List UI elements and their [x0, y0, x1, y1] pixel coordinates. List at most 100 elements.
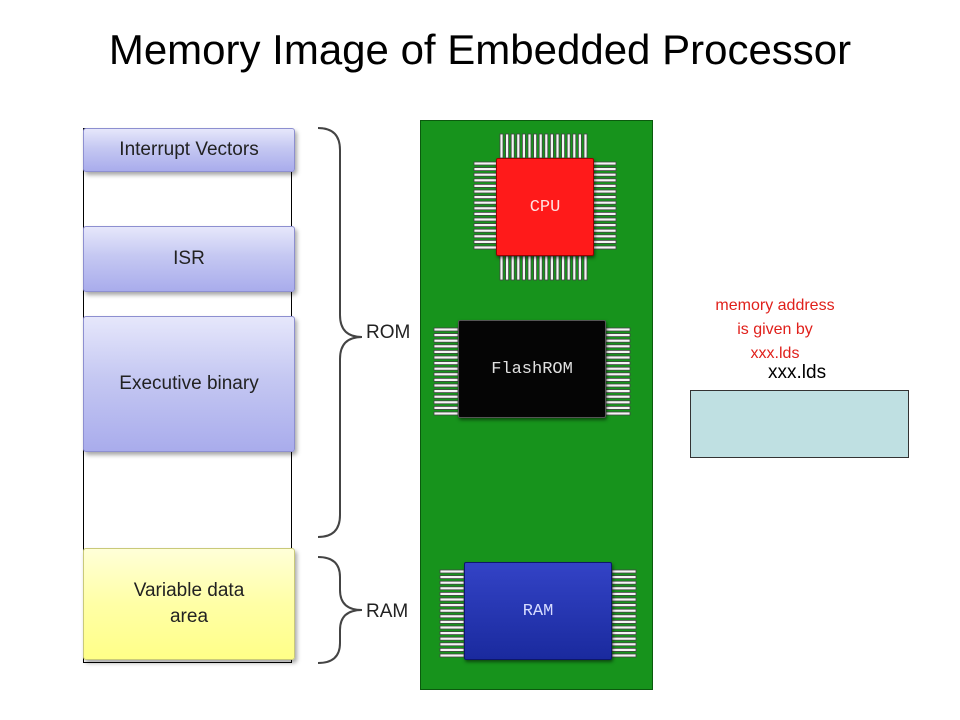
ram-pin — [439, 603, 465, 607]
ram-pin — [611, 614, 637, 619]
cpu-pin — [591, 206, 617, 211]
flashrom-pin — [605, 389, 631, 393]
cpu-pin — [527, 255, 532, 281]
cpu-pin — [499, 133, 504, 159]
cpu-pin — [510, 255, 515, 281]
cpu-pin — [473, 200, 499, 205]
ram-label: RAM — [366, 601, 409, 622]
page-title: Memory Image of Embedded Processor — [108, 26, 852, 73]
cpu-pin — [544, 133, 549, 159]
cpu-pin — [473, 217, 499, 222]
cpu-pin — [473, 189, 499, 194]
flashrom-chip: FlashROM — [458, 320, 606, 418]
flashrom-pin — [433, 394, 459, 399]
cpu-pin — [591, 228, 617, 233]
ram-pin — [439, 614, 465, 619]
cpu-pin — [473, 234, 499, 239]
cpu-pin — [583, 255, 588, 281]
ram-pin — [611, 625, 637, 630]
cpu-pin — [591, 178, 617, 183]
cpu-pin — [591, 172, 617, 177]
rom-label: ROM — [366, 322, 411, 343]
cpu-pin — [591, 184, 617, 188]
ram-pin — [439, 620, 465, 624]
cpu-pin — [473, 167, 499, 171]
cpu-pin — [561, 255, 565, 281]
cpu-pin — [473, 223, 499, 227]
cpu-pin — [522, 255, 526, 281]
cpu-chip: CPU — [496, 158, 594, 256]
lds-label: xxx.lds — [768, 362, 827, 383]
lds-box — [690, 390, 909, 458]
cpu-pin — [550, 255, 554, 281]
flashrom-pin — [433, 406, 459, 410]
flashrom-pin — [433, 349, 459, 354]
cpu-pin — [591, 200, 617, 205]
flashrom-pin — [433, 383, 459, 388]
cpu-label: CPU — [529, 197, 561, 217]
flashrom-pin — [605, 338, 631, 343]
flashrom-pin — [433, 361, 459, 365]
cpu-pin — [510, 133, 515, 159]
cpu-pin — [505, 133, 509, 159]
cpu-pin — [473, 184, 499, 188]
cpu-pin — [473, 240, 499, 244]
flashrom-pin — [433, 400, 459, 405]
cpu-pin — [473, 245, 499, 250]
ram-brace — [317, 556, 363, 664]
rom-brace — [317, 127, 363, 538]
cpu-pin — [544, 255, 549, 281]
cpu-pin — [538, 133, 543, 159]
ram-pin — [439, 586, 465, 591]
ram-pin — [439, 648, 465, 652]
ram-pin — [439, 642, 465, 647]
interrupt-vectors-block: Interrupt Vectors — [83, 128, 295, 172]
cpu-pin — [473, 195, 499, 199]
cpu-pin — [473, 212, 499, 216]
flashrom-pin — [605, 411, 631, 416]
cpu-pin — [578, 255, 582, 281]
ram-pin — [611, 648, 637, 652]
cpu-pin — [533, 133, 537, 159]
variable-data-block: Variable data area — [83, 548, 295, 660]
flashrom-pin — [605, 366, 631, 371]
ram-chip: RAM — [464, 562, 612, 660]
ram-pin — [611, 580, 637, 585]
cpu-pin — [578, 133, 582, 159]
memory-braces — [317, 127, 363, 664]
flashrom-pin — [433, 355, 459, 360]
ram-pin — [611, 603, 637, 607]
flashrom-pin — [433, 333, 459, 338]
cpu-pin — [473, 228, 499, 233]
ram-pin — [611, 597, 637, 602]
cpu-pin — [538, 255, 543, 281]
flashrom-pin — [433, 389, 459, 393]
note-line-3: xxx.lds — [750, 345, 800, 362]
flashrom-pin — [433, 366, 459, 371]
ram-pin — [439, 591, 465, 596]
cpu-pin — [591, 189, 617, 194]
flashrom-pin — [605, 406, 631, 410]
ram-pin — [439, 608, 465, 613]
cpu-pin — [505, 255, 509, 281]
ram-pin — [611, 608, 637, 613]
ram-pin — [439, 636, 465, 641]
flashrom-pin — [605, 344, 631, 349]
ram-pin — [611, 591, 637, 596]
cpu-pin — [572, 255, 577, 281]
cpu-pin — [591, 217, 617, 222]
flashrom-pin — [605, 349, 631, 354]
cpu-pin — [473, 161, 499, 166]
ram-pin — [611, 569, 637, 574]
flashrom-pin — [605, 378, 631, 382]
cpu-pin — [591, 167, 617, 171]
flashrom-pin — [605, 361, 631, 365]
cpu-pin — [591, 212, 617, 216]
ram-pin — [439, 575, 465, 580]
cpu-pin — [561, 133, 565, 159]
cpu-pin — [550, 133, 554, 159]
cpu-pin — [499, 255, 504, 281]
cpu-pin — [591, 234, 617, 239]
flashrom-pin — [605, 383, 631, 388]
executive-binary-block: Executive binary — [83, 316, 295, 452]
